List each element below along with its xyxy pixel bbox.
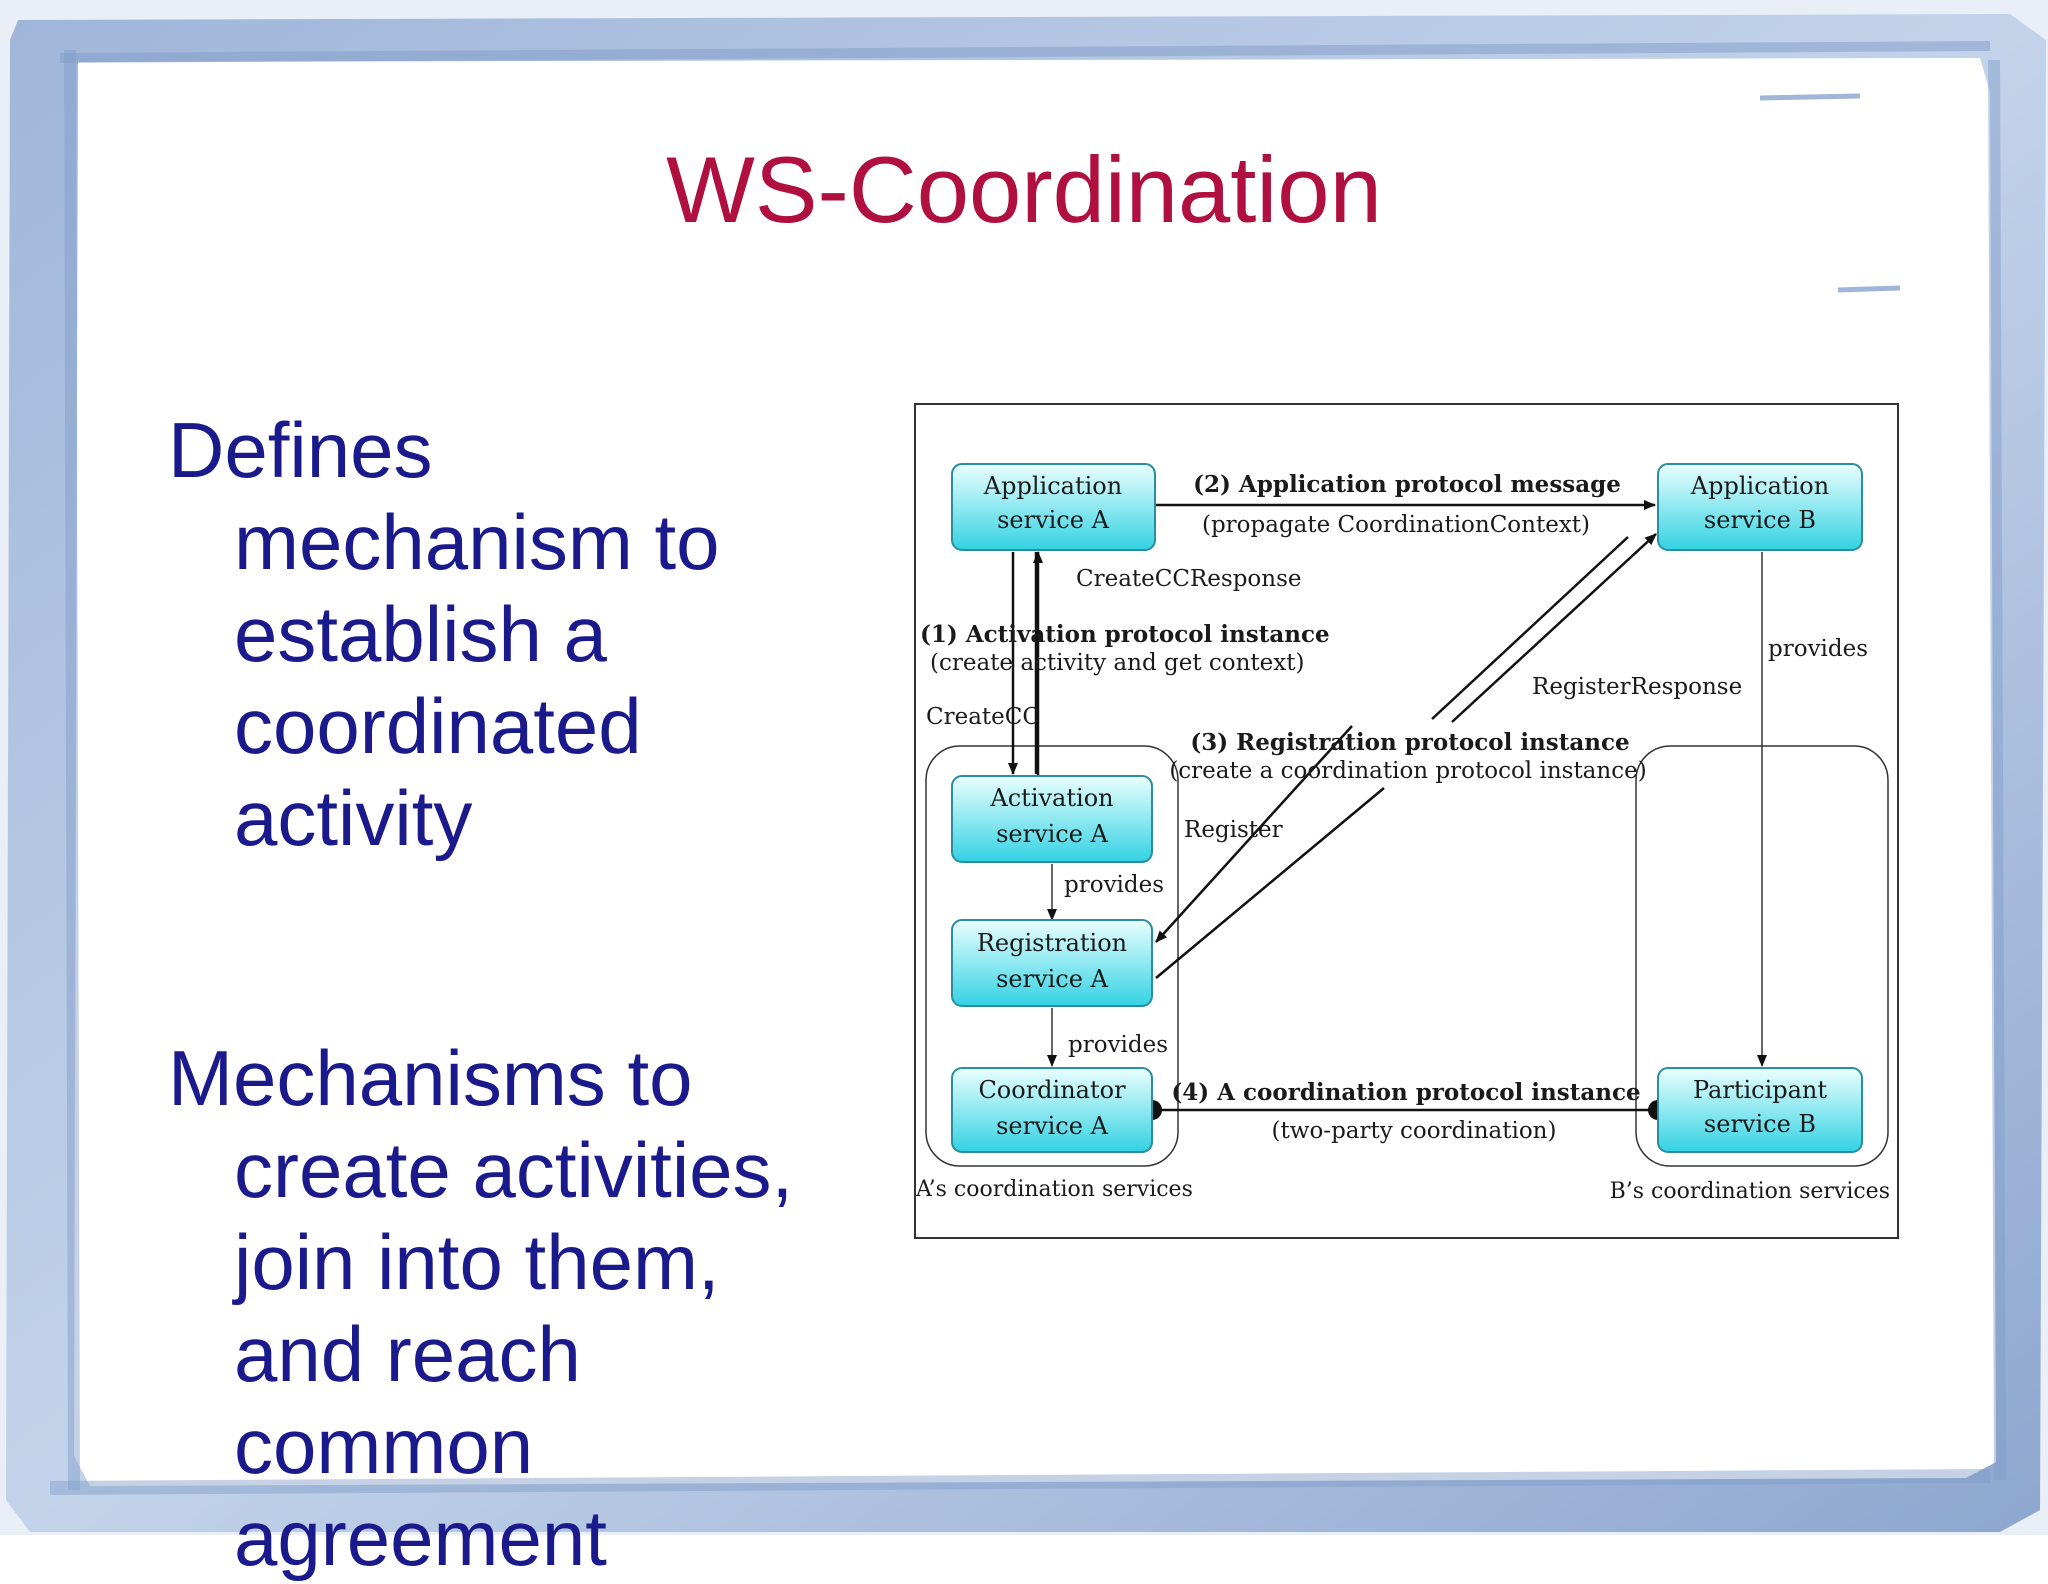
box-label: service A <box>997 506 1110 534</box>
bullet-line: join into them, <box>234 1218 720 1306</box>
box-registration-service-a: Registration service A <box>951 919 1153 1007</box>
label-create-cc-response: CreateCCResponse <box>1076 566 1302 592</box>
ws-coordination-diagram: A’s coordination services B’s coordinati… <box>914 403 1899 1239</box>
box-label: Registration <box>977 929 1127 957</box>
label-registration-title: (3) Registration protocol instance <box>1190 729 1629 756</box>
bullet-line: mechanism to <box>234 498 720 586</box>
box-label: service A <box>996 965 1109 993</box>
label-app-message-sub: (propagate CoordinationContext) <box>1202 512 1590 538</box>
arrow-register <box>1155 725 1353 943</box>
box-participant-service-b: Participant service B <box>1657 1067 1863 1153</box>
bullet-line: create activities, <box>234 1126 794 1214</box>
bullet-line: activity <box>234 774 473 862</box>
label-create-cc: CreateCC <box>926 704 1040 730</box>
label-register-response: RegisterResponse <box>1532 674 1742 700</box>
group-a-label: A’s coordination services <box>915 1177 1193 1202</box>
bullet-line: agreement <box>234 1494 607 1582</box>
bullet-defines-mechanism: Defines mechanism to establish a coordin… <box>168 404 888 864</box>
box-label: service A <box>996 820 1109 848</box>
slide-title: WS-Coordination <box>666 137 1382 242</box>
label-provides-b: provides <box>1768 636 1868 662</box>
box-label: service B <box>1704 1110 1816 1138</box>
label-provides-2: provides <box>1068 1032 1168 1058</box>
label-provides-1: provides <box>1064 872 1164 898</box>
box-coordinator-service-a: Coordinator service A <box>951 1067 1153 1153</box>
bullet-line: Mechanisms to <box>168 1034 693 1122</box>
box-label: service B <box>1704 506 1816 534</box>
bullet-line: establish a <box>234 590 607 678</box>
box-label: Application <box>983 472 1122 500</box>
box-label: service A <box>996 1112 1109 1140</box>
group-b-label: B’s coordination services <box>1610 1179 1890 1204</box>
box-label: Coordinator <box>978 1076 1126 1104</box>
line-register-lower <box>1155 787 1385 979</box>
bullet-line: common <box>234 1402 534 1490</box>
line-register-upper <box>1431 536 1629 720</box>
bullet-line: and reach <box>234 1310 581 1398</box>
label-registration-sub: (create a coordination protocol instance… <box>1169 758 1646 784</box>
group-a-outline <box>925 745 1179 1167</box>
bullet-line: coordinated <box>234 682 642 770</box>
label-app-message-title: (2) Application protocol message <box>1193 471 1621 498</box>
label-coordination-sub: (two-party coordination) <box>1272 1118 1557 1144</box>
label-coordination-title: (4) A coordination protocol instance <box>1171 1079 1640 1106</box>
box-application-service-a: Application service A <box>951 463 1156 551</box>
bullet-line: Defines <box>168 406 433 494</box>
box-label: Participant <box>1693 1076 1827 1104</box>
label-activation-title: (1) Activation protocol instance <box>920 621 1330 648</box>
bullet-mechanisms: Mechanisms to create activities, join in… <box>168 1032 888 1584</box>
box-activation-service-a: Activation service A <box>951 775 1153 863</box>
label-register: Register <box>1184 817 1283 843</box>
box-label: Application <box>1690 472 1829 500</box>
label-activation-sub: (create activity and get context) <box>930 650 1304 676</box>
box-application-service-b: Application service B <box>1657 463 1863 551</box>
arrow-register-response <box>1451 533 1657 723</box>
box-label: Activation <box>989 784 1113 812</box>
